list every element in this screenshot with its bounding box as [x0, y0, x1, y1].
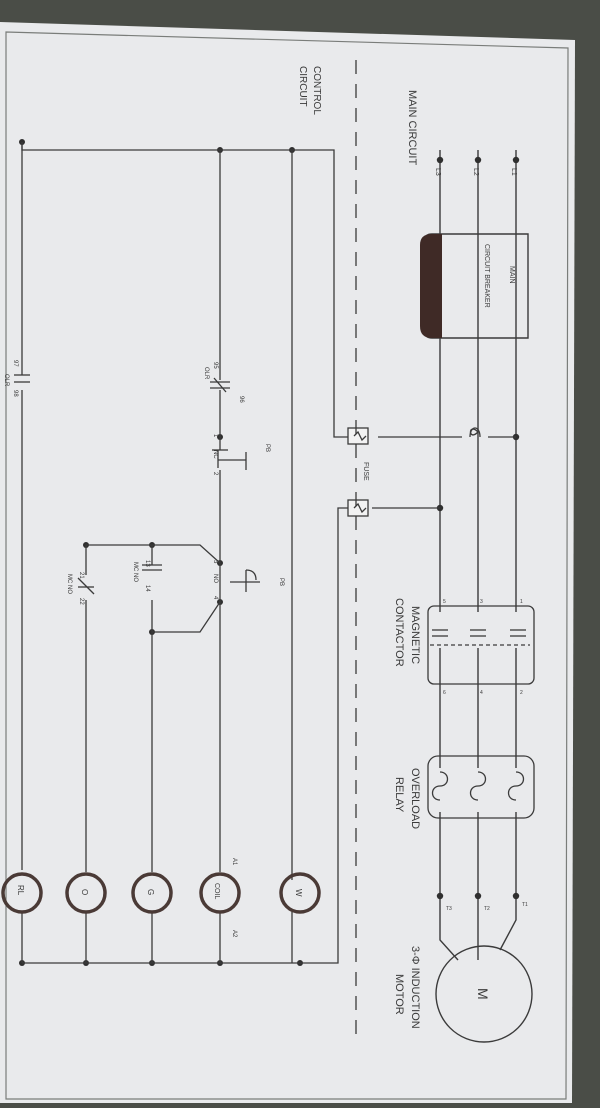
svg-text:OLR: OLR [3, 374, 9, 387]
svg-text:MC NO: MC NO [66, 574, 72, 594]
load-o: O [65, 872, 107, 914]
svg-text:3: 3 [212, 560, 218, 564]
svg-text:O: O [80, 889, 89, 895]
svg-text:A2: A2 [231, 930, 237, 938]
svg-text:G: G [146, 889, 155, 895]
svg-text:W: W [294, 889, 303, 897]
svg-text:2: 2 [520, 690, 523, 696]
control-circuit-label-2: CIRCUIT [297, 66, 308, 107]
motor-label-2: MOTOR [393, 974, 405, 1015]
svg-text:T3: T3 [446, 906, 452, 912]
breaker-label-2: CIRCUIT BREAKER [483, 244, 490, 308]
load-w: W [279, 872, 321, 914]
load-rl: RL [1, 872, 43, 914]
svg-text:95: 95 [212, 362, 218, 369]
magnetic-contactor [427, 605, 535, 685]
svg-text:1: 1 [520, 599, 523, 605]
svg-text:COIL: COIL [213, 883, 220, 899]
phase-label-l3: L3 [434, 168, 441, 176]
svg-text:NC: NC [212, 450, 218, 459]
contactor-label-1: MAGNETIC [409, 606, 421, 664]
induction-motor: M [435, 945, 533, 1043]
svg-text:97: 97 [12, 360, 18, 367]
svg-text:14: 14 [144, 585, 150, 592]
phase-label-l2: L2 [472, 168, 479, 176]
svg-text:96: 96 [238, 396, 244, 403]
svg-text:OLR: OLR [203, 367, 209, 380]
main-circuit [439, 150, 517, 961]
svg-text:PB: PB [264, 444, 270, 452]
phase-label-l1: L1 [510, 168, 517, 176]
svg-text:T2: T2 [484, 906, 490, 912]
overload-relay [427, 755, 535, 819]
overload-label-2: RELAY [393, 777, 405, 813]
svg-text:T1: T1 [522, 902, 528, 908]
svg-text:1: 1 [212, 434, 218, 438]
load-g: G [131, 872, 173, 914]
control-wiring [14, 142, 516, 964]
svg-text:NO: NO [212, 574, 218, 583]
main-circuit-breaker: MAIN CIRCUIT BREAKER [420, 233, 529, 339]
svg-text:4: 4 [212, 596, 218, 600]
fuse-label: FUSE [362, 462, 369, 481]
control-circuit-label-1: CONTROL [311, 66, 322, 115]
breaker-label-1: MAIN [508, 266, 515, 284]
svg-text:5: 5 [443, 599, 446, 605]
svg-text:RL: RL [16, 885, 25, 896]
svg-text:2: 2 [212, 472, 218, 476]
svg-text:21: 21 [78, 572, 84, 579]
svg-text:PB: PB [278, 578, 284, 586]
motor-terminals: T1 T2 T3 [446, 902, 528, 912]
svg-text:22: 22 [78, 598, 84, 605]
svg-text:13: 13 [144, 560, 150, 567]
svg-text:4: 4 [480, 690, 483, 696]
svg-text:MC NO: MC NO [132, 562, 138, 582]
svg-text:A1: A1 [231, 858, 237, 866]
contactor-terminals: 1 2 3 4 5 6 [443, 599, 523, 696]
terminal-dots [19, 139, 520, 966]
motor-label-1: 3-Φ INDUCTION [409, 946, 421, 1029]
contact-labels: 95 96 OLR PB 1 2 NC PB 3 4 NO 13 14 MC N… [3, 360, 284, 605]
svg-text:6: 6 [443, 690, 446, 696]
contactor-label-2: CONTACTOR [393, 598, 405, 667]
phase-labels: L1 L2 L3 [434, 168, 517, 176]
svg-text:3: 3 [480, 599, 483, 605]
overload-label-1: OVERLOAD [409, 768, 421, 829]
load-coil: COIL A1 A2 [199, 858, 241, 938]
motor-symbol: M [475, 988, 491, 1000]
drawing-border [5, 31, 569, 1100]
main-circuit-label: MAIN CIRCUIT [406, 90, 418, 165]
svg-text:98: 98 [12, 390, 18, 397]
